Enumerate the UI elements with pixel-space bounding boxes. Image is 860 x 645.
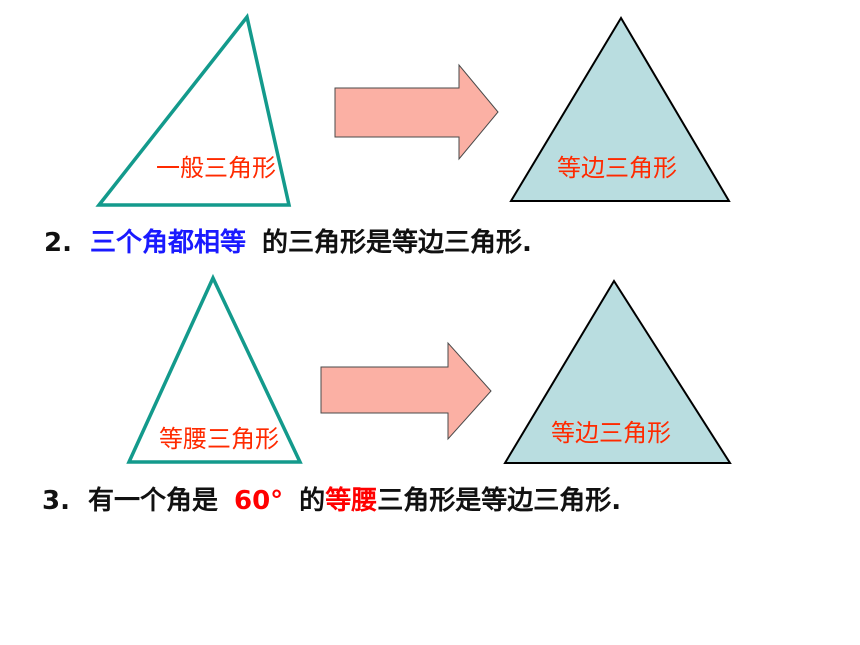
statement-3-part3: 三角形是等边三角形. <box>377 486 622 516</box>
statement-3-angle: 60° <box>233 486 284 516</box>
general-triangle <box>95 13 292 207</box>
statement-2-rest: 的三角形是等边三角形. <box>261 228 532 258</box>
statement-3: 3. 有一个角是 60° 的等腰三角形是等边三角形. <box>42 480 621 517</box>
statement-3-part2: 的 <box>299 486 326 516</box>
equilateral-triangle-1 <box>509 16 731 202</box>
statement-2-highlight: 三个角都相等 <box>89 228 246 258</box>
equilateral-triangle-2 <box>503 279 732 464</box>
transform-arrow-2 <box>320 341 492 441</box>
equilateral-triangle-2-label: 等边三角形 <box>551 419 671 447</box>
statement-3-part1: 有一个角是 <box>87 486 218 516</box>
statement-2: 2. 三个角都相等的三角形是等边三角形. <box>44 222 532 259</box>
isosceles-triangle-label: 等腰三角形 <box>159 425 279 453</box>
equilateral-triangle-1-label: 等边三角形 <box>557 154 677 182</box>
statement-2-number: 2. <box>44 228 72 258</box>
statement-3-number: 3. <box>42 486 70 516</box>
general-triangle-label: 一般三角形 <box>156 154 276 182</box>
isosceles-triangle <box>126 273 303 464</box>
transform-arrow-1 <box>334 63 499 161</box>
statement-3-highlight: 等腰 <box>325 486 378 516</box>
